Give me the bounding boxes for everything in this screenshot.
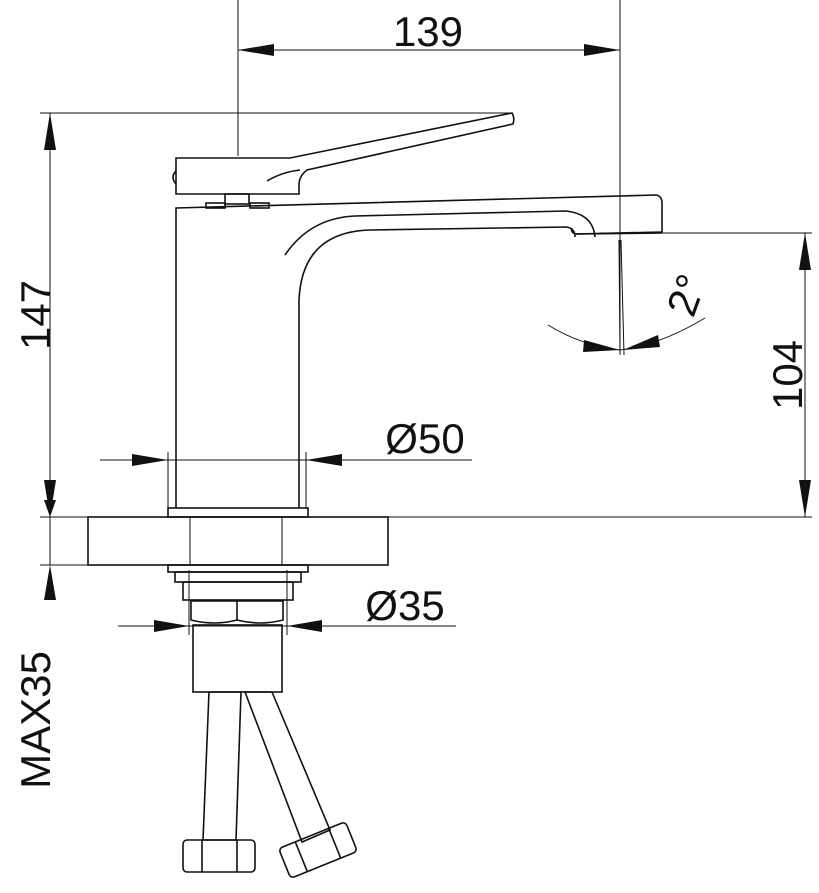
- dimension-spout-reach: 139: [237, 0, 621, 355]
- dimension-label-35: Ø35: [365, 582, 444, 629]
- dimension-body-diameter: Ø50: [100, 415, 472, 508]
- dimension-label-147: 147: [12, 280, 59, 350]
- hose-nut-right: [279, 822, 357, 878]
- mounting-shank: [167, 564, 309, 693]
- faucet-body: [167, 112, 663, 518]
- countertop-section: [40, 516, 389, 566]
- supply-hoses: [182, 691, 357, 878]
- hose-nut-left: [182, 839, 256, 873]
- dimension-label-angle: 2°: [657, 268, 715, 322]
- dimension-max-thickness: MAX35: [12, 500, 59, 789]
- dimension-label-50: Ø50: [385, 415, 464, 462]
- dimension-spout-height: 104: [40, 232, 812, 518]
- dimension-label-139: 139: [393, 8, 463, 55]
- dimension-flow-angle: 2°: [547, 239, 715, 356]
- dimension-shank-diameter: Ø35: [118, 570, 456, 635]
- dimension-label-104: 104: [764, 340, 811, 410]
- dimension-label-max35: MAX35: [12, 651, 59, 789]
- dimension-total-height: 147: [12, 112, 512, 517]
